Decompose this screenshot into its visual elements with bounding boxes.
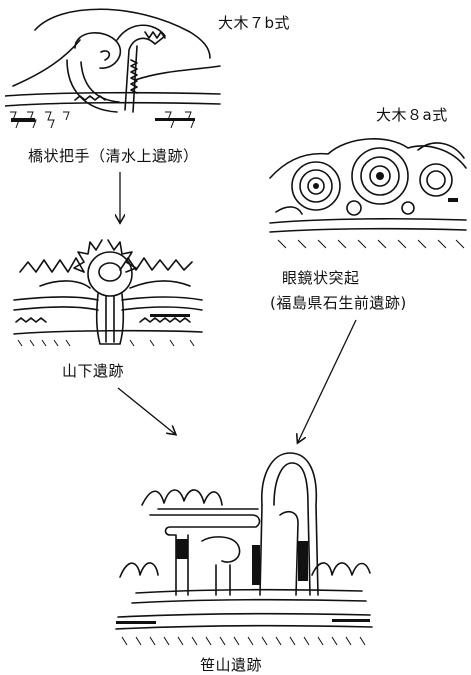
fig2-caption-line2: (福島県石生前遺跡) bbox=[270, 294, 407, 312]
sasayama-drawing bbox=[112, 445, 374, 655]
fig3-caption: 山下遺跡 bbox=[62, 362, 125, 380]
yamashita-drawing bbox=[10, 234, 205, 356]
spectacle-protrusion-drawing bbox=[268, 128, 468, 256]
fig1-caption: 橋状把手（清水上遺跡） bbox=[28, 147, 199, 165]
fig2-caption-line1: 眼鏡状突起 bbox=[282, 269, 360, 287]
bridge-handle-drawing bbox=[5, 0, 225, 142]
arrow-fig3-to-fig4 bbox=[117, 387, 175, 434]
fig4-caption: 笹山遺跡 bbox=[200, 656, 263, 674]
type-8a-label: 大木８a式 bbox=[376, 106, 448, 124]
type-7b-label: 大木７b式 bbox=[218, 14, 291, 32]
arrow-fig2-to-fig4 bbox=[298, 319, 357, 442]
